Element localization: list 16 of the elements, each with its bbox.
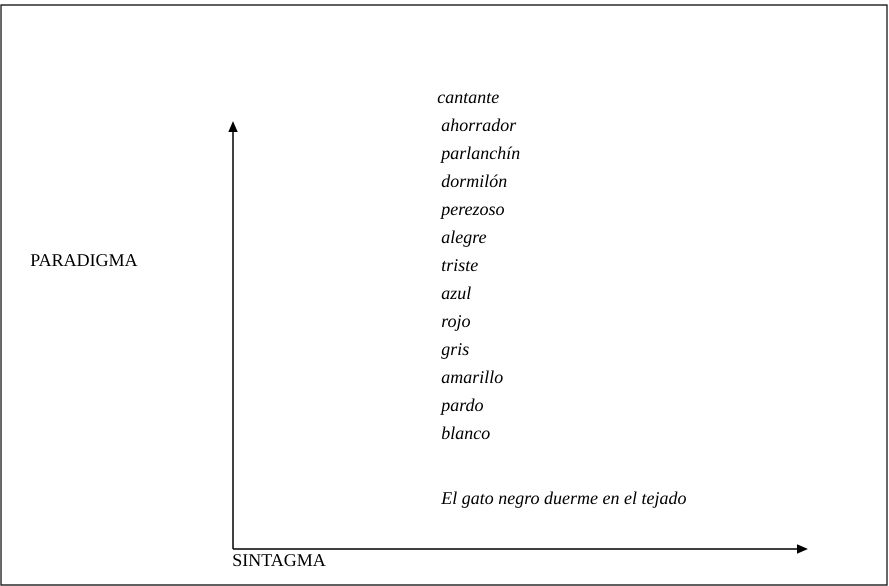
word-label: gris (441, 343, 469, 359)
word-label: azul (442, 286, 471, 300)
word-label: cantante (438, 92, 499, 104)
word-label: blanco (442, 426, 490, 440)
word-label: rojo (442, 315, 470, 331)
word-label: alegre (442, 230, 486, 247)
word-label: dormilón (442, 174, 506, 188)
word-label: ahorrador (442, 118, 516, 132)
axis-label: SINTAGMA (233, 554, 326, 566)
word-label: parlanchín (440, 146, 520, 163)
word-label: triste (442, 259, 478, 272)
axis-label: PARADIGMA (30, 254, 138, 266)
word-label: perezoso (440, 206, 504, 219)
word-label: amarillo (442, 370, 503, 384)
word-label: pardo (440, 398, 483, 415)
sentence-label: El gato negro duerme en el tejado (441, 492, 686, 508)
